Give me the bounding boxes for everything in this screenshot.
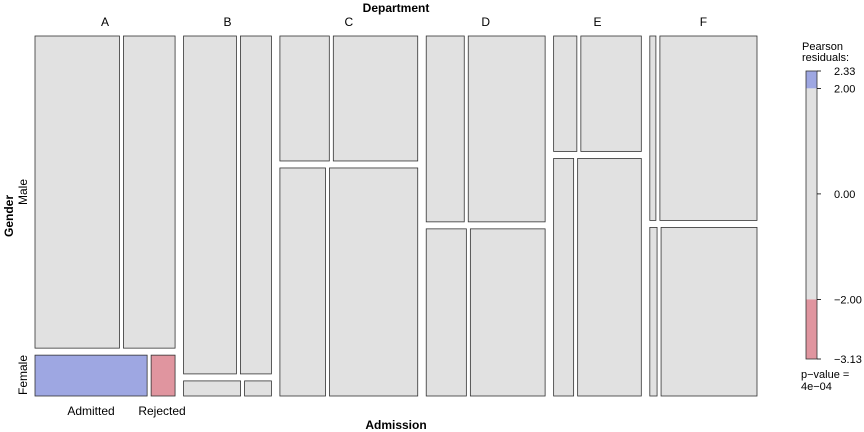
mosaic-cells <box>34 35 758 397</box>
department-label-d: D <box>481 15 490 29</box>
p-value-line-2: 4e−04 <box>801 381 832 393</box>
legend-tick-label: 2.33 <box>834 66 855 78</box>
mosaic-cell-a-female-admitted <box>34 354 148 397</box>
mosaic-cell-c-female-admitted <box>279 167 326 397</box>
legend-title-line-1: Pearson <box>802 41 843 53</box>
legend-bar-frame <box>805 70 818 360</box>
mosaic-cell-e-male-rejected <box>580 35 642 152</box>
mosaic-cell-b-male-rejected <box>240 35 272 375</box>
legend-segment-positive <box>806 71 817 89</box>
legend-tick-label: 2.00 <box>834 83 855 95</box>
department-label-b: B <box>223 15 231 29</box>
mosaic-cell-b-male-admitted <box>183 35 237 375</box>
legend-title-line-2: residuals: <box>802 52 849 64</box>
mosaic-cell-a-female-rejected <box>150 354 176 397</box>
admission-label-rejected: Rejected <box>138 404 185 418</box>
department-label-c: C <box>344 15 353 29</box>
gender-label-male: Male <box>16 179 30 205</box>
mosaic-cell-e-male-admitted <box>553 35 578 152</box>
legend-tick-label: 0.00 <box>834 189 855 201</box>
mosaic-cell-f-female-admitted <box>649 227 658 397</box>
department-label-f: F <box>700 15 707 29</box>
legend: Pearson residuals: 2.33 2.00 0.00 −2.00 −3.1… <box>801 41 862 393</box>
mosaic-cell-c-male-rejected <box>332 35 419 162</box>
mosaic-cell-d-male-admitted <box>425 35 465 223</box>
mosaic-cell-c-female-rejected <box>329 167 419 397</box>
department-labels: A B C D E F <box>101 15 707 29</box>
mosaic-cell-a-male-rejected <box>123 35 176 349</box>
gender-label-female: Female <box>16 355 30 395</box>
mosaic-cell-f-male-admitted <box>649 35 657 221</box>
mosaic-cell-a-male-admitted <box>34 35 120 349</box>
admission-label-admitted: Admitted <box>67 404 114 418</box>
p-value-line-1: p−value = <box>801 369 849 381</box>
mosaic-cell-f-female-rejected <box>660 227 758 397</box>
legend-segment-negative <box>806 299 817 359</box>
mosaic-cell-d-female-admitted <box>425 228 467 397</box>
mosaic-cell-c-male-admitted <box>279 35 330 162</box>
legend-tick-label: −3.13 <box>834 354 862 366</box>
legend-segment-neutral <box>806 88 817 300</box>
mosaic-cell-e-female-admitted <box>553 158 575 397</box>
mosaic-cell-d-female-rejected <box>469 228 546 397</box>
legend-ticks: 2.33 2.00 0.00 −2.00 −3.13 <box>817 66 862 366</box>
y-axis-title: Gender <box>2 195 16 237</box>
mosaic-cell-d-male-rejected <box>467 35 546 223</box>
x-axis-title: Admission <box>365 418 426 432</box>
mosaic-cell-b-female-rejected <box>244 380 272 397</box>
legend-tick-label: −2.00 <box>834 294 862 306</box>
mosaic-cell-f-male-rejected <box>659 35 758 221</box>
department-label-e: E <box>593 15 601 29</box>
department-label-a: A <box>101 15 109 29</box>
chart-title: Department <box>363 1 430 15</box>
mosaic-labels: Department Admission Gender Male Female … <box>2 1 429 432</box>
mosaic-cell-b-female-admitted <box>183 380 241 397</box>
mosaic-cell-e-female-rejected <box>577 158 642 397</box>
legend-color-bar <box>805 70 818 360</box>
